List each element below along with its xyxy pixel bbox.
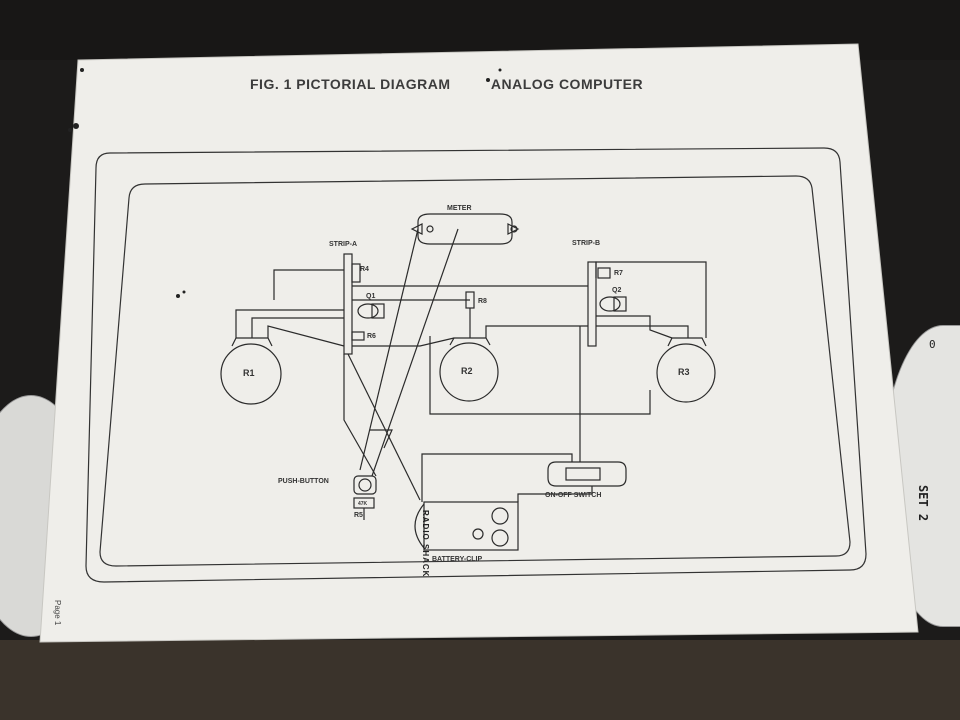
r7-label: R7 — [614, 270, 623, 277]
meter-body — [417, 213, 513, 245]
r7-resistor — [597, 267, 611, 279]
r3-pot — [656, 343, 716, 403]
q2-label: Q2 — [612, 287, 622, 294]
strip-b-label: STRIP-B — [572, 240, 600, 247]
q2-tab — [613, 296, 627, 312]
figure-title-main: FIG. 1 PICTORIAL DIAGRAM — [250, 76, 451, 92]
battery-snap — [472, 528, 484, 540]
battery-terminal-bottom — [491, 529, 509, 547]
ink-speck — [80, 68, 84, 72]
r3-label: R3 — [678, 367, 690, 377]
r8-label: R8 — [478, 298, 487, 305]
wire-r2-c — [485, 325, 588, 338]
on-off-switch-body — [547, 461, 627, 487]
wire-switch-battery — [421, 453, 573, 502]
inner-frame — [99, 175, 851, 567]
wire-r1-b — [251, 317, 344, 338]
battery-clip-label: BATTERY-CLIP — [432, 556, 483, 563]
ink-speck — [176, 294, 180, 298]
ink-speck — [486, 78, 490, 82]
on-off-switch-label: ON-OFF SWITCH — [545, 492, 602, 499]
battery-clip — [423, 501, 519, 551]
r1-label: R1 — [243, 368, 255, 378]
battery-terminal-top — [491, 507, 509, 525]
wire-strip-a-battery — [347, 353, 421, 501]
r5-value-label: 47K — [358, 501, 368, 507]
wire-cross — [370, 429, 393, 449]
wire-strip-b-r3 — [595, 261, 707, 338]
wire-strip-a-r2 — [352, 337, 455, 347]
meter-label: METER — [447, 205, 472, 212]
ink-speck — [68, 128, 72, 132]
r2-label: R2 — [461, 366, 473, 376]
q2-transistor — [599, 296, 621, 312]
r6-resistor — [351, 331, 365, 341]
r2-pot — [439, 342, 499, 402]
wire-r1-strip-a-top — [273, 269, 344, 300]
strip-a-label: STRIP-A — [329, 241, 357, 248]
wire-strip-a-pushbutton — [343, 354, 377, 477]
battery-brand-label: RADIO SHACK — [421, 510, 430, 578]
ink-speck — [498, 68, 502, 72]
r1-pot — [220, 343, 282, 405]
figure-title: FIG. 1 PICTORIAL DIAGRAM ANALOG COMPUTER — [250, 76, 643, 92]
wire-meter-x — [371, 228, 459, 477]
wire-r1-a — [235, 309, 344, 338]
wire-meter-pushbutton — [359, 228, 419, 471]
r6-label: R6 — [367, 333, 376, 340]
r4-label: R4 — [360, 266, 369, 273]
strip-b — [587, 261, 597, 347]
table-surface — [0, 640, 960, 720]
q1-tab — [371, 303, 385, 319]
meter-hole-left — [426, 225, 434, 233]
battery-clip-curve — [414, 503, 425, 549]
meter-hole-right — [510, 225, 518, 233]
wire-switch-battery-b — [517, 486, 593, 502]
push-button-label: PUSH-BUTTON — [278, 478, 329, 485]
r5-label: R5 — [354, 512, 363, 519]
page-number: Page 1 — [53, 600, 62, 626]
ink-speck — [73, 123, 79, 129]
figure-title-sub: ANALOG COMPUTER — [490, 76, 644, 92]
dial-zero-label: 0 — [929, 338, 936, 351]
wire-strip-b-r3-b — [596, 325, 689, 338]
outer-frame — [85, 147, 867, 583]
push-button-body — [353, 475, 377, 495]
q1-transistor — [357, 303, 379, 319]
wire-r2-bottom — [429, 336, 651, 415]
r4-resistor — [351, 263, 361, 283]
push-button-cap — [358, 478, 372, 492]
on-off-switch-slider — [565, 467, 601, 481]
ink-speck — [182, 290, 186, 294]
r3-shaft-top — [667, 337, 707, 347]
wire-strip-b-r3-a — [596, 315, 673, 339]
q1-label: Q1 — [366, 293, 376, 300]
paper-sheet — [39, 43, 919, 643]
wire-r1-c — [267, 325, 345, 347]
